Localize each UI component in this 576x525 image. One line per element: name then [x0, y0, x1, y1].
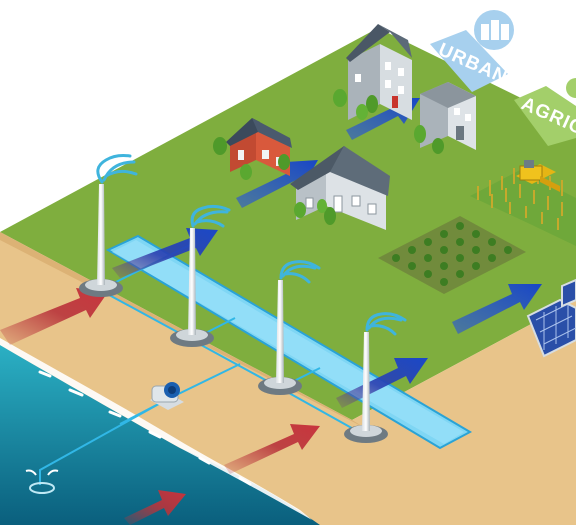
flat-building — [420, 82, 476, 150]
buildings-icon — [481, 20, 509, 40]
tower-4 — [344, 312, 407, 443]
tower-2 — [170, 204, 231, 347]
trees — [213, 89, 444, 225]
spray-icon — [96, 154, 138, 184]
sand-beach — [0, 232, 576, 525]
tower-1 — [79, 154, 138, 297]
spray-icon — [279, 260, 321, 284]
blue-arrow-agriculture — [452, 284, 542, 334]
ground — [0, 28, 576, 525]
tower-3 — [258, 260, 321, 395]
crop-field — [378, 216, 526, 294]
blue-arrow-beach — [336, 358, 428, 408]
red-arrow-1 — [0, 288, 108, 345]
harvester — [516, 160, 560, 192]
red-arrow-2 — [224, 424, 320, 474]
blue-arrow-urban-1 — [236, 160, 318, 208]
sea-intake — [25, 469, 59, 494]
solar-panels — [526, 278, 576, 358]
surf-foam — [0, 338, 312, 520]
seawater-arrows — [0, 288, 320, 525]
agriculture-tag: AGRIC — [514, 78, 576, 146]
pump — [150, 382, 184, 410]
urban-tag: URBAN — [430, 10, 514, 92]
spray-icon — [190, 204, 231, 228]
spray-icon — [365, 312, 407, 336]
red-arrow-3 — [124, 490, 186, 525]
